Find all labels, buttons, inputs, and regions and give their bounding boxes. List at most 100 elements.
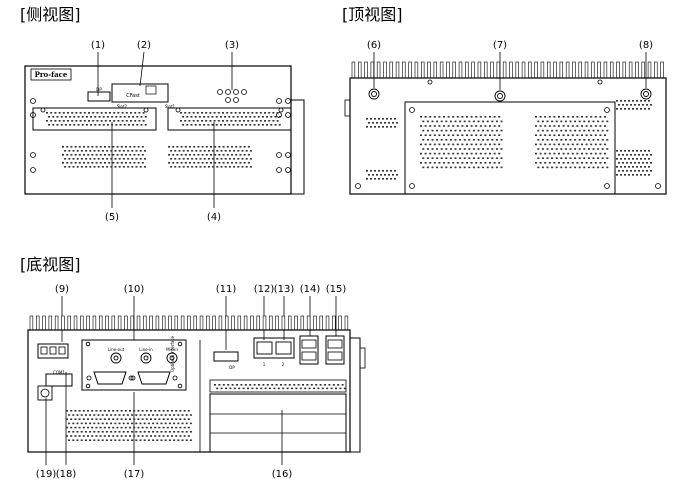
vent-slot [247,154,250,156]
vent-slot [68,150,71,152]
vent-slot [84,414,87,416]
heatsink-fin [300,315,305,331]
vent-slot [147,414,150,416]
vent-slot [620,100,622,102]
vent-slot [175,426,178,429]
vent-slot [81,116,84,118]
line-in-jack [140,352,152,364]
vent-slot [95,426,98,429]
vent-slot [243,112,245,114]
vent-slot [238,120,241,122]
vent-slot [68,422,71,425]
vent-slot [433,125,436,127]
vent-slot [426,157,429,159]
vent-slot [650,162,652,164]
vent-slot [644,150,646,152]
vent-slot [87,426,89,429]
status-leds [217,89,247,103]
vent-slot [183,426,186,429]
vent-slot [184,162,187,164]
vent-slot [597,166,600,169]
vent-slot [142,120,145,122]
audio-serial-panel [81,339,187,391]
vent-slot [197,146,200,148]
vent-slot [127,124,130,126]
vent-slot [576,162,579,164]
vent-slot [553,162,556,164]
vent-slot [139,414,142,416]
vent-slot [555,139,558,141]
vent-slot [644,174,646,176]
vent-slot [109,120,111,122]
vent-slot [217,120,220,122]
vent-slot [546,120,549,123]
vent-slot [567,152,570,155]
vent-slot [560,120,563,123]
vent-slot [219,116,222,118]
vent-slot [648,100,650,102]
heatsink-fin [86,315,90,331]
usb-stack-2 [325,335,345,365]
vent-slot [132,116,135,118]
vent-slot [555,166,558,169]
vent-slot [58,112,61,114]
vent-slot [558,162,560,164]
vent-slot [562,143,565,146]
vent-slot [372,122,374,124]
vent-slot [121,120,124,122]
vent-slot [558,116,560,118]
vent-slot [70,162,73,164]
vent-slot [461,162,464,164]
vent-slot [422,166,425,169]
vent-slot [257,116,260,118]
vent-slot [443,134,445,136]
vent-slot [184,112,187,114]
vent-slot [80,414,83,416]
vent-slot [648,150,650,152]
vent-slot [319,384,322,386]
vent-slot [606,120,609,123]
vent-slot [650,104,652,106]
vent-slot [449,157,452,159]
vent-slot [226,162,229,164]
vent-slot [644,100,646,102]
heatsink-fin [99,315,103,331]
vent-slot [125,146,127,148]
vent-slot [218,384,221,386]
vent-slot [178,150,181,152]
vent-slot [470,152,473,155]
vent-slot [91,410,94,412]
vent-slot [306,384,309,386]
vent-slot [546,166,549,169]
vent-slot [544,162,547,164]
bottom-dp-port [213,351,239,362]
vent-slot [78,426,81,429]
vent-slot [233,150,236,152]
vent-slot [253,116,256,118]
vent-slot [622,154,624,156]
vent-slot [594,162,597,164]
antenna-connector-left [368,88,380,100]
vent-slot [70,426,73,429]
vent-slot [491,166,494,169]
vent-slot [551,148,554,150]
vent-slot [143,158,146,160]
vent-slot [150,426,152,429]
heatsink-fin [105,315,109,331]
vent-slot [495,120,498,123]
vent-slot [228,116,231,118]
vent-slot [454,129,457,132]
vent-slot [175,410,178,412]
vent-slot [96,120,99,122]
vent-slot [553,125,556,127]
vent-slot [131,431,134,433]
vent-slot [166,435,169,437]
vent-slot [243,162,246,164]
vent-slot [486,129,489,132]
vent-slot [495,129,498,132]
vent-slot [205,146,208,148]
vent-slot [463,148,466,150]
vent-slot [420,134,422,136]
vent-slot [564,129,567,132]
vent-slot [77,116,80,118]
